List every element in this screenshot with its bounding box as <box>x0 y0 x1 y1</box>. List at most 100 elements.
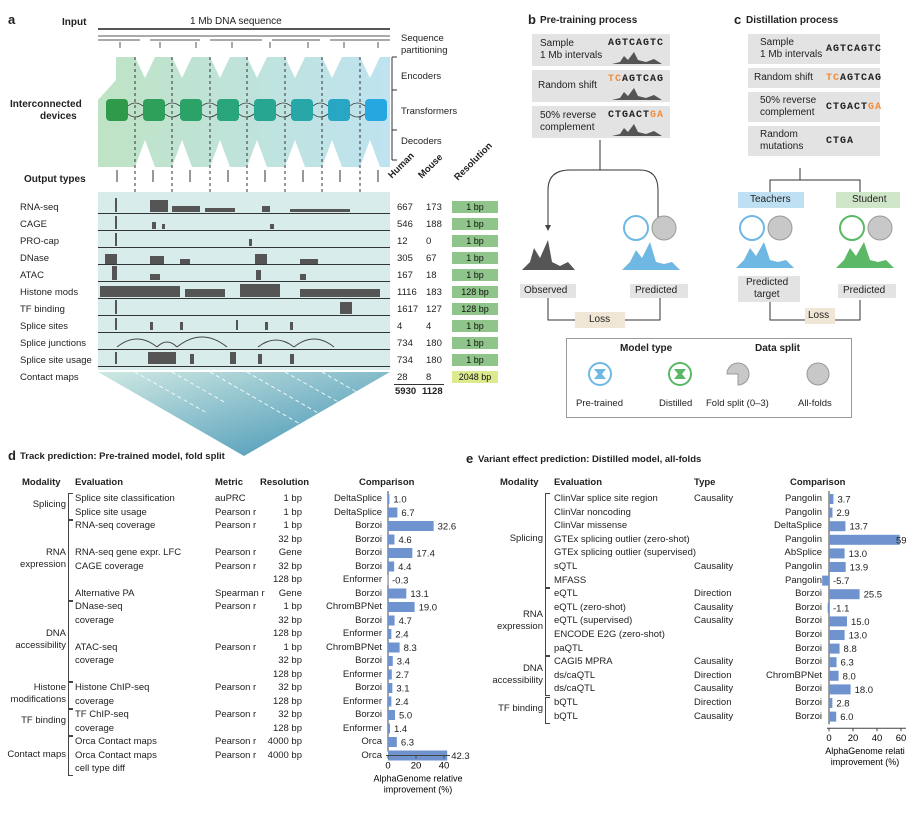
panel-c-title: Distillation process <box>746 15 839 26</box>
evaluation-label: CAGI5 MPRA <box>554 656 613 668</box>
mouse-count: 18 <box>426 270 437 281</box>
bar-value-label: -1.1 <box>833 603 849 614</box>
legend-model-type: Model type <box>620 343 673 354</box>
sequence-shifted-bases: GA <box>650 110 665 121</box>
modality-label: expression <box>20 559 66 571</box>
step-sequence: CTGACTGA <box>608 110 664 121</box>
modality-label: expression <box>497 620 543 632</box>
evaluation-label: Alternative PA <box>75 587 135 599</box>
metric-label: Spearman r <box>215 587 265 599</box>
step-label: 50% reverse <box>540 110 597 121</box>
comparison-bar <box>829 670 839 681</box>
d-h-modality: Modality <box>22 477 61 488</box>
human-count: 28 <box>397 372 408 383</box>
bar-value-label: 42.3 <box>451 751 470 762</box>
resolution-label: 32 bp <box>278 560 302 572</box>
predicted-target-box <box>738 276 800 302</box>
bar-value-label: 2.4 <box>395 630 408 641</box>
resolution-label: 32 bp <box>278 614 302 626</box>
comparison-label: Borzoi <box>795 656 822 668</box>
x-axis-label: improvement (%) <box>831 757 900 767</box>
evaluation-label: GTEx splicing outlier (zero-shot) <box>554 533 690 545</box>
sequence-bases: CTGACT <box>608 110 651 121</box>
evaluation-label: sQTL <box>554 561 578 572</box>
comparison-bar <box>388 737 397 747</box>
x-tick-label: 0 <box>385 761 390 772</box>
metric-label: Pearson r <box>215 682 257 693</box>
type-label: Causality <box>694 615 734 627</box>
mouse-count: 173 <box>426 202 442 213</box>
bar-value-label: 4.4 <box>398 562 411 573</box>
predicted-text-b: Predicted <box>635 285 678 296</box>
step-label: complement <box>760 107 815 118</box>
output-type-name: Histone mods <box>20 287 79 298</box>
sequence-shifted-bases: TC <box>608 74 623 85</box>
predicted-text-c: Predicted <box>843 285 886 296</box>
comparison-bar <box>388 683 393 693</box>
step-label: 50% reverse <box>760 95 817 106</box>
student-label: Student <box>852 194 887 205</box>
resolution-badge: 1 bp <box>452 201 498 213</box>
signal-shape <box>612 52 662 64</box>
resolution-label: 32 bp <box>278 682 302 693</box>
human-count: 734 <box>397 355 413 366</box>
panel-d-letter: d <box>8 448 16 463</box>
bar-value-label: 15.0 <box>851 617 870 628</box>
metric-label: Pearson r <box>215 506 257 518</box>
comparison-label: Borzoi <box>795 615 822 627</box>
bar-value-label: 3.1 <box>396 684 409 695</box>
resolution-badge: 128 bp <box>452 303 498 315</box>
resolution-label: 1 bp <box>283 601 303 612</box>
output-type-name: Contact maps <box>20 372 79 383</box>
track-baseline <box>98 298 390 299</box>
modality-label: TF binding <box>21 715 66 727</box>
comparison-bar <box>829 494 834 504</box>
comparison-bar <box>829 616 847 627</box>
track-baseline <box>98 281 390 282</box>
loss-box-c <box>805 308 835 324</box>
evaluation-label: ds/caQTL <box>554 683 596 695</box>
loss-box-b <box>575 312 625 328</box>
modality-label: DNA <box>522 663 543 675</box>
evaluation-label: DNase-seq <box>75 601 123 612</box>
type-label: Direction <box>694 588 732 600</box>
track-baseline <box>98 349 390 350</box>
modality-bracket <box>545 588 550 656</box>
evaluation-label: bQTL <box>554 697 578 708</box>
comparison-label: Borzoi <box>355 682 382 693</box>
comparison-label: Borzoi <box>795 588 822 600</box>
modality-bracket <box>68 493 73 520</box>
sequence-bases: CTGA <box>826 135 855 147</box>
x-tick-label: 20 <box>411 761 422 772</box>
comparison-bar <box>829 534 900 545</box>
human-count: 12 <box>397 236 408 247</box>
metric-label: Pearson r <box>215 709 257 720</box>
resolution-label: 4000 bp <box>267 749 302 761</box>
output-type-name: RNA-seq <box>20 202 59 213</box>
comparison-label: Orca <box>361 749 382 761</box>
total-human: 5930 <box>395 386 417 397</box>
comparison-bar <box>388 669 392 680</box>
type-label: Causality <box>694 710 734 722</box>
signal-sparkline <box>612 52 662 64</box>
bar-value-label: 8.0 <box>843 671 856 682</box>
modality-label: Splicing <box>509 533 543 545</box>
panel-a-letter: a <box>8 12 16 27</box>
comparison-bar <box>388 494 390 504</box>
step-label: Random shift <box>538 80 597 91</box>
comparison-bar <box>388 642 400 653</box>
resolution-badge: 1 bp <box>452 337 498 349</box>
evaluation-label: RNA-seq gene expr. LFC <box>75 547 182 558</box>
bar-value-label: -0.3 <box>392 576 408 587</box>
comparison-label: DeltaSplice <box>333 506 382 518</box>
step-label: Sample <box>760 37 794 48</box>
comparison-bar <box>829 507 833 518</box>
output-type-name: TF binding <box>20 304 65 315</box>
step-sequence: AGTCAGTC <box>608 38 664 49</box>
comparison-bar <box>388 656 393 666</box>
comparison-bar <box>829 630 845 640</box>
evaluation-label: eQTL (zero-shot) <box>554 601 626 613</box>
